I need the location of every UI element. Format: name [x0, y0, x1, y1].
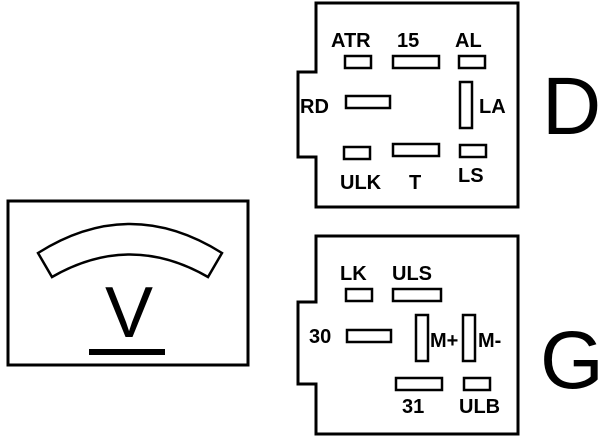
- pin-slot-m-minus: [461, 313, 477, 363]
- pin-label-la: LA: [479, 96, 506, 118]
- pin-slot-15: [391, 54, 441, 70]
- pin-slot-m-plus: [414, 313, 430, 363]
- connector-letter-g: G: [540, 315, 604, 406]
- pin-slot-ls: [458, 143, 488, 159]
- voltmeter: V: [6, 199, 250, 367]
- voltmeter-underline: [89, 349, 165, 355]
- connector-d: ATR 15 AL RD LA ULK T LS D: [296, 1, 601, 209]
- pin-slot-t: [391, 142, 441, 158]
- connector-letter-d: D: [542, 61, 601, 152]
- pin-label-31: 31: [402, 396, 424, 418]
- pin-label-uls: ULS: [392, 263, 432, 285]
- pin-slot-rd: [344, 94, 392, 110]
- pin-slot-lk: [344, 287, 374, 303]
- pin-label-t: T: [409, 172, 421, 194]
- pin-slot-al: [457, 54, 487, 70]
- pin-slot-30: [345, 328, 393, 344]
- pin-label-lk: LK: [340, 263, 367, 285]
- pin-label-atr: ATR: [331, 30, 371, 52]
- pin-slot-la: [458, 80, 474, 130]
- pin-label-al: AL: [455, 30, 482, 52]
- pin-label-rd: RD: [300, 96, 329, 118]
- pin-label-m-plus: M+: [430, 330, 458, 352]
- pin-label-m-minus: M-: [478, 330, 501, 352]
- connector-g-housing: [296, 234, 520, 436]
- pin-label-15: 15: [397, 30, 419, 52]
- pin-slot-ulb: [462, 376, 492, 392]
- pin-label-ls: LS: [458, 165, 484, 187]
- pin-slot-uls: [391, 287, 443, 303]
- pin-slot-atr: [343, 54, 373, 70]
- connector-d-housing: [296, 1, 520, 209]
- voltmeter-frame: [6, 199, 250, 367]
- pin-label-30: 30: [309, 326, 331, 348]
- voltmeter-scale-arc: [36, 222, 224, 279]
- pin-slot-31: [394, 376, 444, 392]
- pin-slot-ulk: [342, 145, 372, 161]
- voltmeter-symbol: V: [105, 273, 153, 353]
- pin-label-ulb: ULB: [459, 396, 500, 418]
- connector-g: LK ULS 30 M+ M- 31 ULB G: [296, 234, 604, 436]
- pin-label-ulk: ULK: [340, 172, 382, 194]
